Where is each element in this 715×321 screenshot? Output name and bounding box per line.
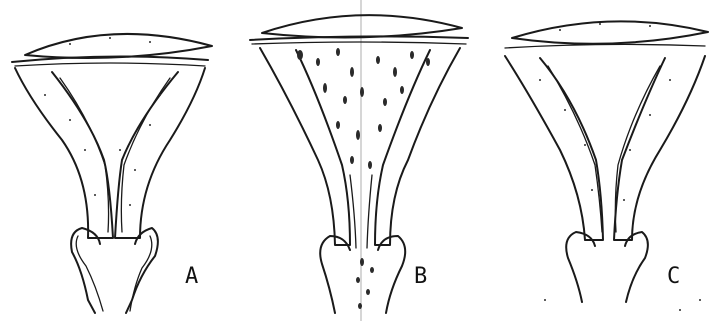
panel-c-canal-left xyxy=(548,66,602,232)
panel-a-cervix-right-inner xyxy=(130,236,152,311)
panel-a-label: A xyxy=(185,264,198,289)
panel-c-label: C xyxy=(667,264,680,289)
panel-a-cervix-right-lip xyxy=(126,228,158,313)
panel-c-cervix-left-lip xyxy=(566,232,595,302)
panel-b-canal-right xyxy=(367,175,372,248)
panel-c-right-wall xyxy=(614,56,705,240)
panel-c-cervix-right-lip xyxy=(625,232,648,302)
panel-b-cervix-left-lip xyxy=(320,236,350,313)
panel-b-cavity-stipple xyxy=(297,48,430,309)
panel-a-cavity-line-lower xyxy=(15,63,205,66)
panel-b-label: B xyxy=(414,264,427,289)
panel-a-canal-left xyxy=(60,78,109,232)
panel-a-left-wall xyxy=(15,68,113,238)
panel-b-cervix-right-lip xyxy=(378,236,405,313)
panel-a xyxy=(12,34,212,313)
panel-c-cavity-line xyxy=(505,44,705,48)
panel-b-left-wall xyxy=(260,48,350,245)
panel-c-canal-right xyxy=(615,66,660,232)
panel-a-cervix-left-lip xyxy=(71,228,100,313)
panel-b-fundus-lens xyxy=(262,15,462,37)
panel-a-canal-right xyxy=(121,78,170,232)
panel-b-cavity-top-line-2 xyxy=(252,42,466,44)
panel-b-right-wall xyxy=(375,48,460,245)
panel-a-fundus-lens xyxy=(25,34,212,58)
panel-b xyxy=(250,15,468,313)
panel-c-fundus-lens xyxy=(512,21,708,43)
